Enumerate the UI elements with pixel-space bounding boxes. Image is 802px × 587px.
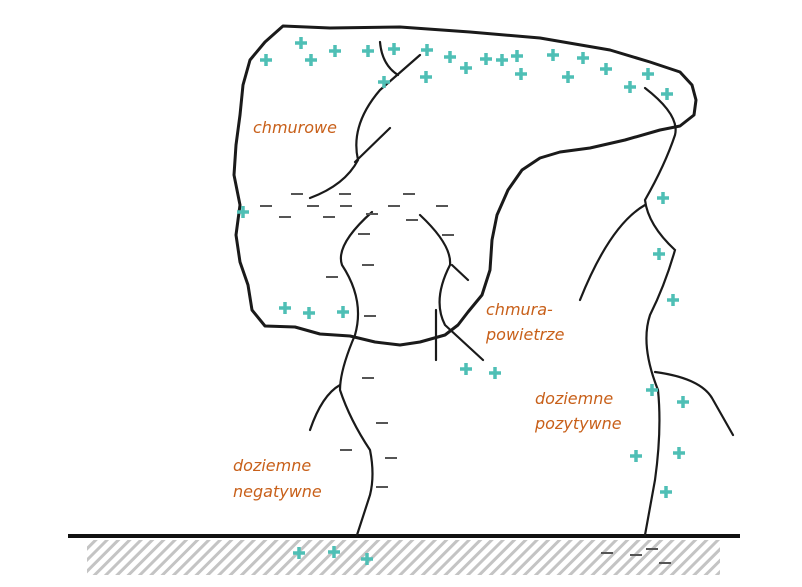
plus-charge (677, 396, 689, 408)
plus-charge (562, 71, 574, 83)
plus-charge (653, 248, 665, 260)
cloud-outline (232, 24, 698, 347)
cloud-channel (308, 40, 422, 200)
label-cloud: chmurowe (253, 118, 337, 137)
plus-charge (660, 486, 672, 498)
label-negative-1: doziemne (233, 456, 312, 475)
plus-charge (547, 49, 559, 61)
plus-charge (361, 553, 373, 565)
plus-charge (646, 384, 658, 396)
positive-branch-upper (578, 203, 647, 302)
plus-charge (661, 88, 673, 100)
positive-branch-lower (653, 370, 735, 437)
label-negative-2: negatywne (233, 482, 322, 501)
plus-charge (515, 68, 527, 80)
plus-charge (496, 54, 508, 66)
plus-charge (421, 44, 433, 56)
lightning-channels (308, 40, 735, 537)
plus-charge (378, 76, 390, 88)
plus-charge (388, 43, 400, 55)
label-positive-2: pozytywne (535, 414, 622, 433)
plus-charge (630, 450, 642, 462)
plus-charge (460, 62, 472, 74)
plus-charge (237, 206, 249, 218)
plus-charge (480, 53, 492, 65)
plus-charge (295, 37, 307, 49)
plus-charge (444, 51, 456, 63)
plus-charge (489, 367, 501, 379)
plus-charge (460, 363, 472, 375)
plus-charge (293, 547, 305, 559)
plus-charge (420, 71, 432, 83)
positive-leader (643, 86, 677, 537)
plus-charge (673, 447, 685, 459)
label-positive-1: doziemne (535, 389, 614, 408)
plus-charge (337, 306, 349, 318)
plus-charge (667, 294, 679, 306)
plus-charge (328, 546, 340, 558)
plus-charge (577, 52, 589, 64)
plus-charge (642, 68, 654, 80)
label-cloud-air-2: powietrze (486, 325, 565, 344)
positive-charges (237, 37, 689, 565)
plus-charge (511, 50, 523, 62)
cloud-air-channel (418, 213, 485, 362)
plus-charge (362, 45, 374, 57)
plus-charge (279, 302, 291, 314)
plus-charge (600, 63, 612, 75)
label-cloud-air-1: chmura- (486, 300, 553, 319)
plus-charge (657, 192, 669, 204)
plus-charge (305, 54, 317, 66)
negative-leader (338, 210, 374, 537)
plus-charge (303, 307, 315, 319)
plus-charge (624, 81, 636, 93)
plus-charge (260, 54, 272, 66)
ground-hatch (87, 540, 720, 575)
plus-charge (329, 45, 341, 57)
negative-charges (260, 193, 671, 564)
negative-branch (308, 383, 342, 432)
